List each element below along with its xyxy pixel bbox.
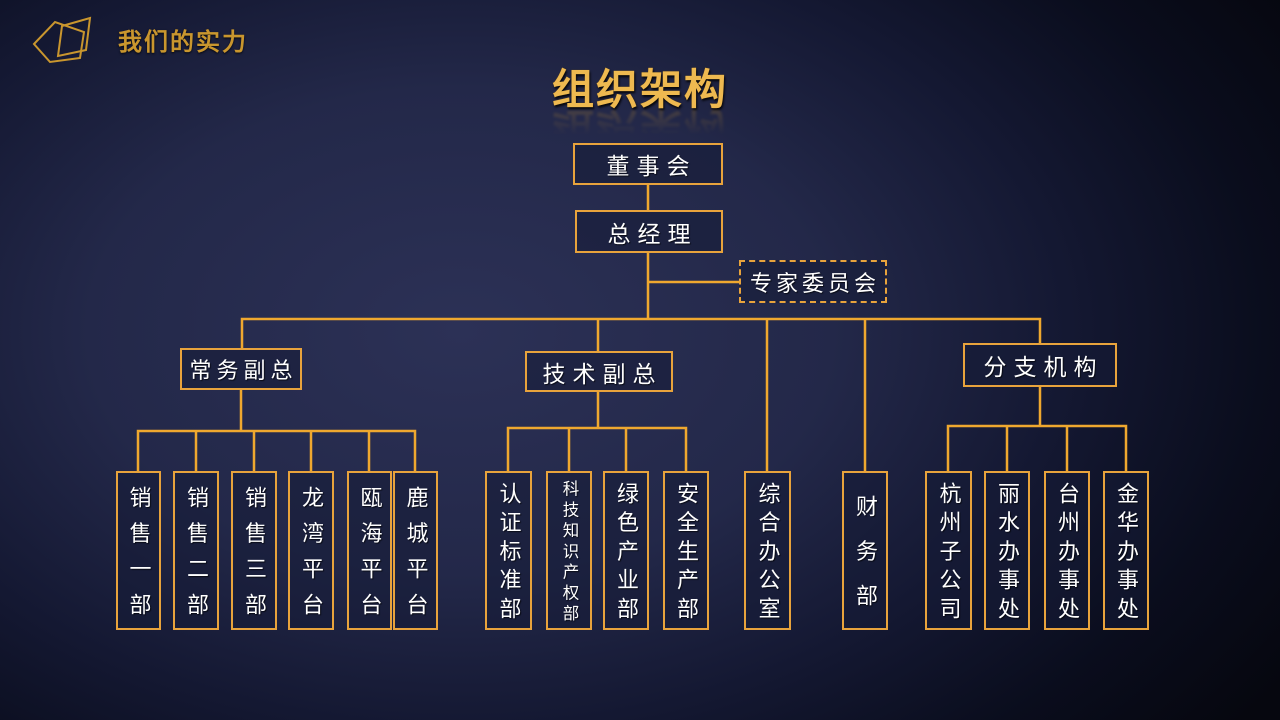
org-node-label: 科技知识产权部 bbox=[560, 480, 579, 621]
org-node-label: 杭州子公司 bbox=[936, 482, 962, 619]
header-label: 我们的实力 bbox=[118, 28, 248, 56]
org-node-sales-1: 销售一部 bbox=[116, 471, 161, 630]
org-node-head-technical-vp: 技术副总 bbox=[525, 351, 673, 392]
org-node-hangzhou-subsidiary: 杭州子公司 bbox=[925, 471, 972, 630]
org-node-label: 财务部 bbox=[853, 495, 878, 606]
org-node-general-manager: 总经理 bbox=[575, 210, 723, 253]
org-node-label: 常务副总 bbox=[189, 358, 298, 383]
org-node-ouhai-platform: 瓯海平台 bbox=[347, 471, 392, 630]
org-node-label: 认证标准部 bbox=[496, 482, 522, 619]
org-node-head-branch-offices: 分支机构 bbox=[963, 343, 1117, 387]
org-node-board: 董事会 bbox=[573, 143, 723, 185]
org-node-finance-dept: 财务部 bbox=[842, 471, 888, 630]
org-node-label: 专家委员会 bbox=[749, 270, 880, 296]
slide-header: 我们的实力 bbox=[28, 10, 248, 68]
org-node-sales-2: 销售二部 bbox=[173, 471, 219, 630]
org-node-label: 销售三部 bbox=[242, 486, 267, 615]
org-node-label: 台州办事处 bbox=[1055, 482, 1080, 619]
org-node-label: 金华办事处 bbox=[1114, 482, 1139, 619]
page-title: 组织架构 bbox=[551, 66, 728, 113]
org-node-longwan-platform: 龙湾平台 bbox=[288, 471, 334, 630]
org-node-general-office: 综合办公室 bbox=[744, 471, 791, 630]
org-node-safety-production-dept: 安全生产部 bbox=[663, 471, 709, 630]
org-node-lishui-office: 丽水办事处 bbox=[984, 471, 1030, 630]
org-node-lucheng-platform: 鹿城平台 bbox=[393, 471, 438, 630]
org-node-certification-standards-dept: 认证标准部 bbox=[485, 471, 532, 630]
org-node-label: 综合办公室 bbox=[755, 482, 781, 619]
overlapping-polygons-icon bbox=[32, 16, 92, 64]
org-node-tech-ip-dept: 科技知识产权部 bbox=[546, 471, 592, 630]
org-node-taizhou-office: 台州办事处 bbox=[1044, 471, 1090, 630]
org-node-label: 技术副总 bbox=[542, 361, 663, 387]
org-node-label: 总经理 bbox=[607, 221, 698, 247]
org-node-label: 安全生产部 bbox=[674, 482, 699, 619]
org-node-label: 龙湾平台 bbox=[299, 486, 324, 615]
org-node-label: 销售一部 bbox=[126, 486, 152, 615]
org-node-label: 鹿城平台 bbox=[403, 486, 429, 615]
org-node-green-industry-dept: 绿色产业部 bbox=[603, 471, 649, 630]
org-node-label: 销售二部 bbox=[184, 486, 209, 615]
org-node-label: 绿色产业部 bbox=[614, 482, 639, 619]
org-node-sales-3: 销售三部 bbox=[231, 471, 277, 630]
org-node-jinhua-office: 金华办事处 bbox=[1103, 471, 1149, 630]
org-node-label: 董事会 bbox=[606, 154, 697, 179]
org-node-head-executive-vp: 常务副总 bbox=[180, 348, 302, 390]
org-node-expert-committee: 专家委员会 bbox=[739, 260, 887, 303]
org-node-label: 丽水办事处 bbox=[995, 482, 1020, 619]
org-node-label: 分支机构 bbox=[983, 355, 1104, 380]
org-node-label: 瓯海平台 bbox=[357, 486, 383, 615]
